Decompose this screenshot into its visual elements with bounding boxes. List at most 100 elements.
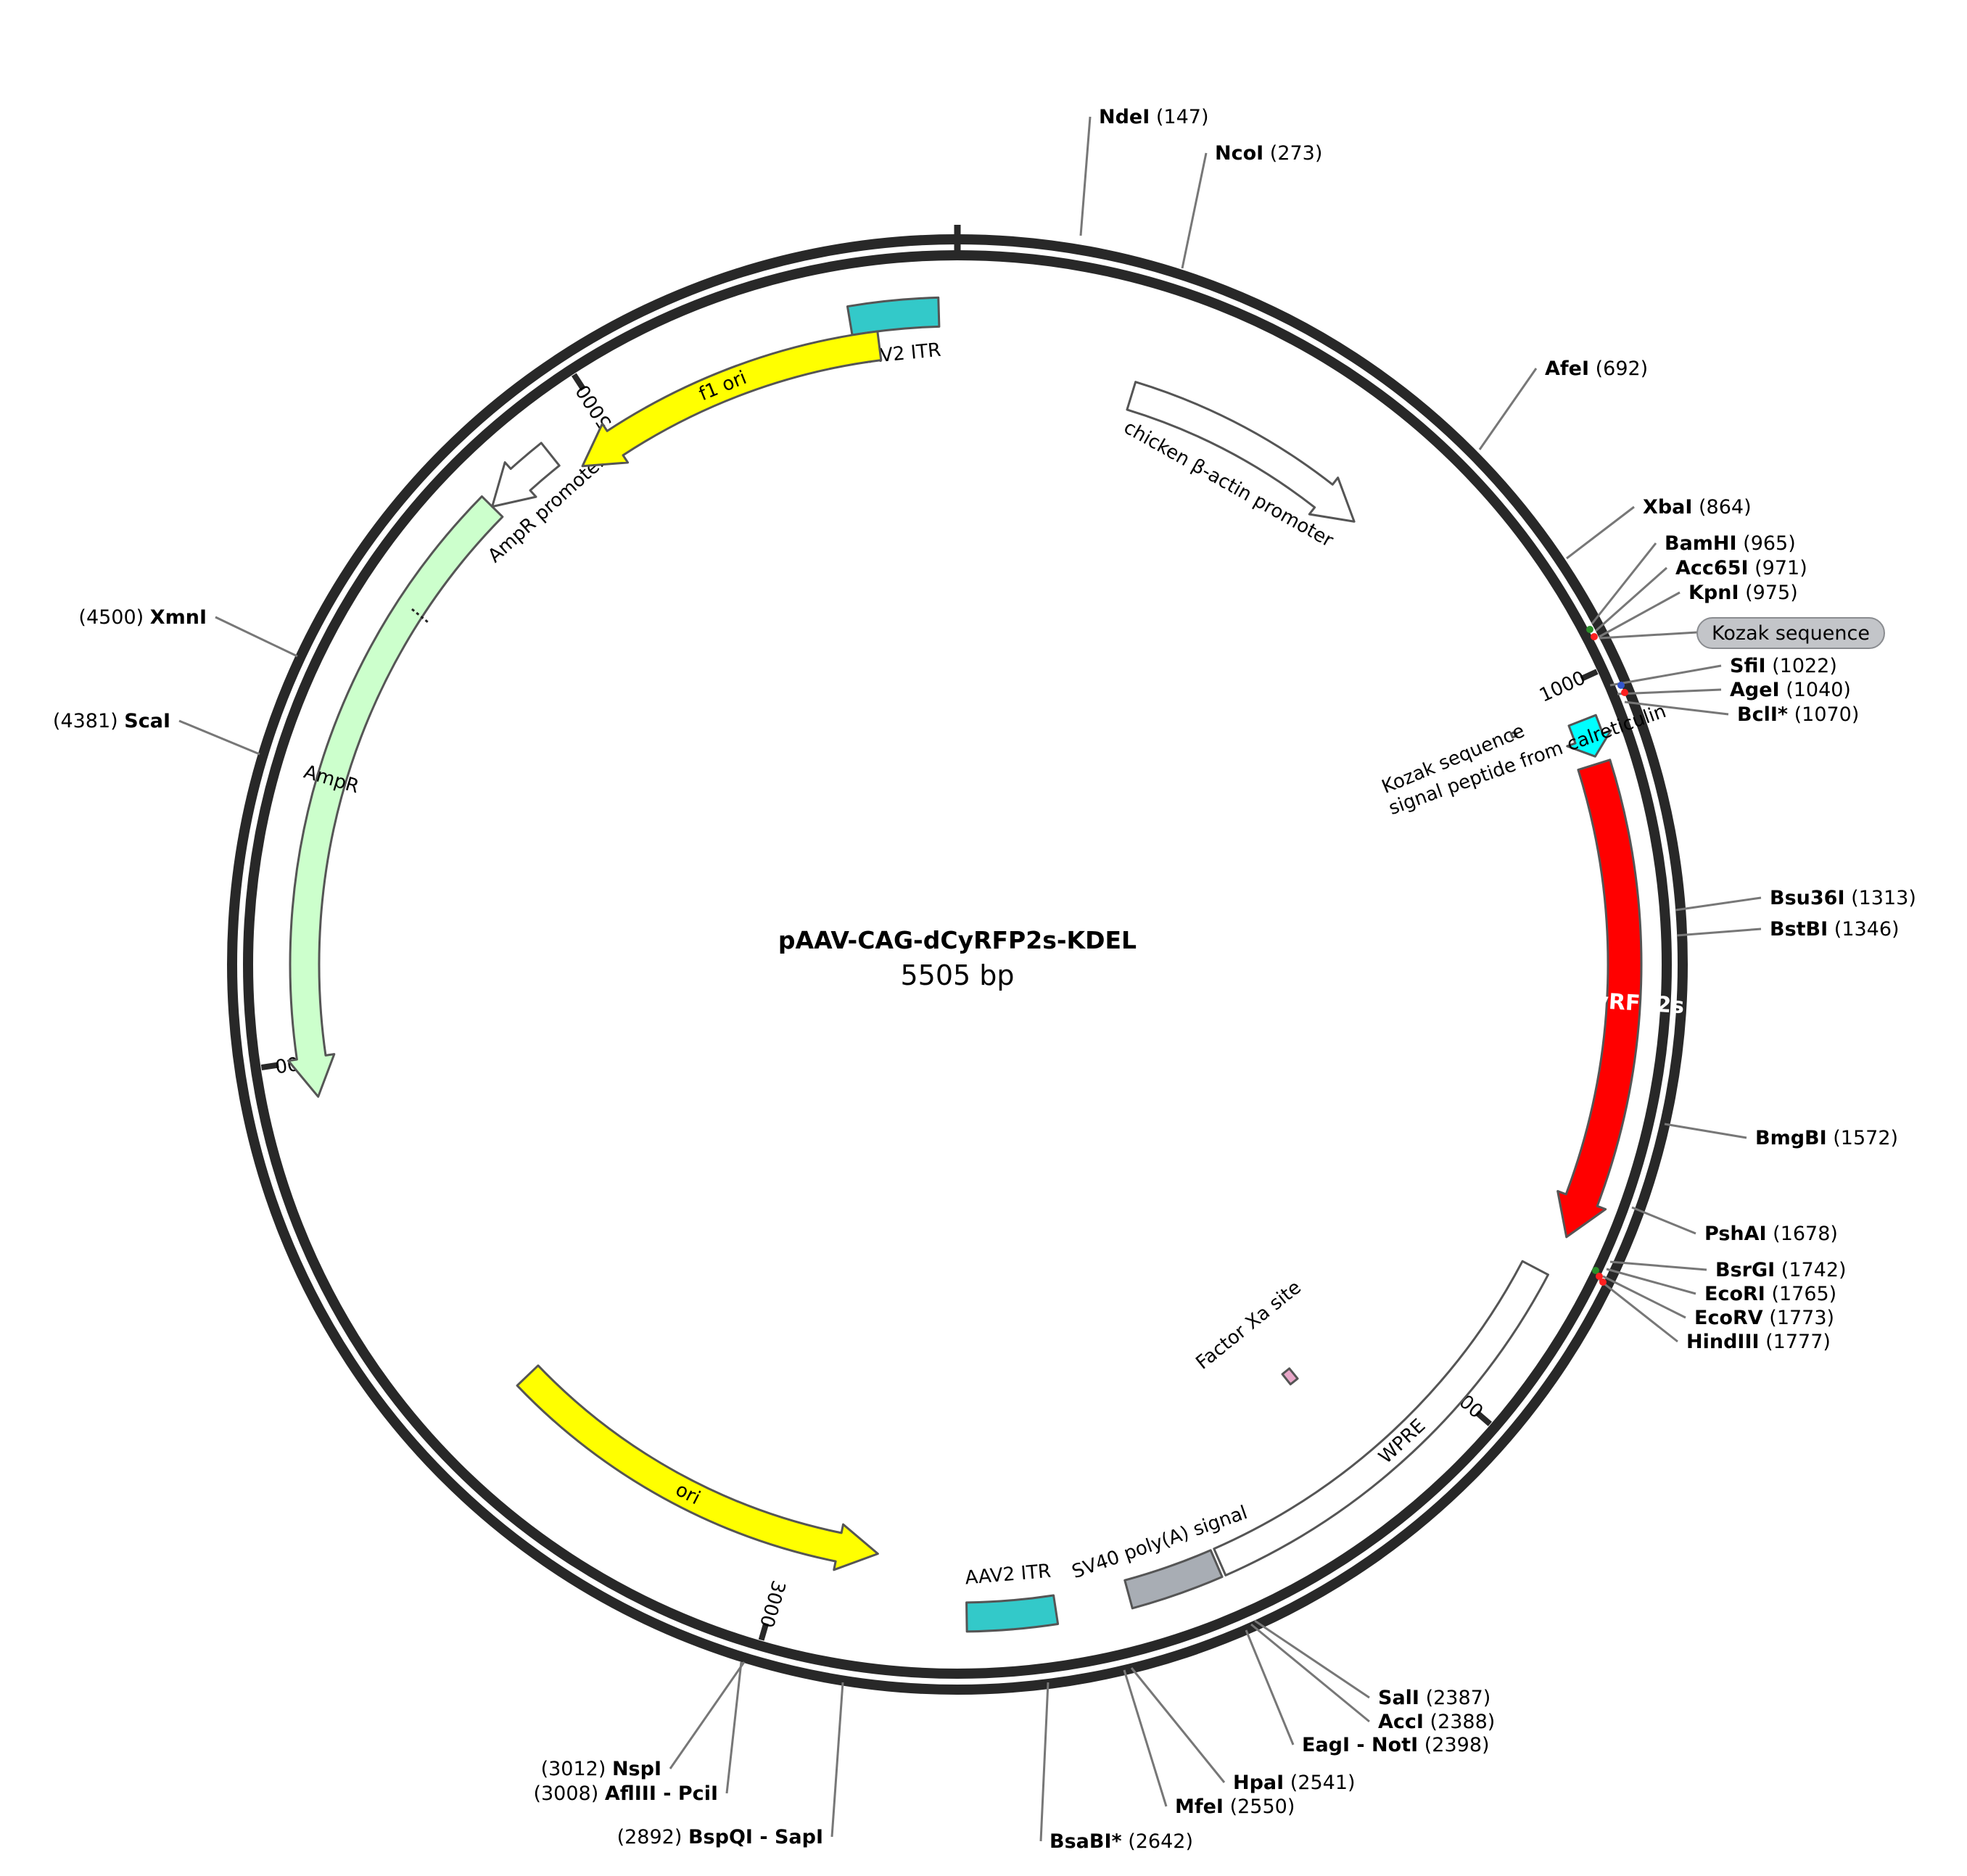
site-bsu36i[interactable]: Bsu36I (1313)	[1675, 887, 1916, 912]
site-label: EcoRV (1773)	[1694, 1307, 1834, 1329]
site-position: (975)	[1745, 582, 1798, 604]
site-leader-line	[1478, 368, 1538, 450]
feature-aav2-itr-bottom[interactable]: AAV2 ITR	[964, 1561, 1060, 1633]
site-hpai[interactable]: HpaI (2541)	[1130, 1667, 1356, 1794]
site-position: (273)	[1270, 142, 1323, 165]
site-bcli[interactable]: BclI* (1070)	[1624, 701, 1859, 726]
site-leader-line	[1675, 896, 1762, 912]
feature-aav2-itr-top-shape	[846, 296, 941, 336]
site-eagi-noti[interactable]: EagI - NotI (2398)	[1245, 1629, 1490, 1756]
site-position: (965)	[1743, 532, 1796, 555]
site-bsrgi[interactable]: BsrGI (1742)	[1609, 1259, 1847, 1281]
site-label: (2892) BspQI - SapI	[617, 1826, 823, 1848]
feature-ampr[interactable]: AmpR	[287, 495, 504, 1098]
site-name: Acc65I	[1675, 557, 1749, 579]
site-name: BsaBI*	[1050, 1830, 1122, 1853]
site-ecori[interactable]: EcoRI (1765)	[1606, 1268, 1836, 1305]
site-afei[interactable]: AfeI (692)	[1478, 358, 1648, 450]
site-kpni[interactable]: KpnI (975)	[1599, 582, 1798, 638]
site-label: Acc65I (971)	[1675, 557, 1807, 579]
site-position: (1773)	[1769, 1307, 1834, 1329]
site-position: (2892)	[617, 1826, 683, 1848]
site-leader-line	[1624, 701, 1729, 716]
feature-ori[interactable]: ori	[516, 1364, 879, 1571]
feature-dcyrfp2s-shape	[1556, 759, 1643, 1239]
site-label: SfiI (1022)	[1730, 655, 1837, 677]
tick-label: 5000	[572, 381, 617, 433]
site-mark	[1599, 1278, 1607, 1286]
feature-chicken-b-actin-promoter-shape	[1126, 381, 1356, 523]
feature-ampr-shape	[287, 495, 504, 1098]
site-name: AgeI	[1730, 679, 1780, 701]
tick-label: 1000	[1536, 667, 1589, 707]
site-afliii-pcii[interactable]: (3008) AflIII - PciI	[533, 1661, 743, 1805]
site-leader-line	[1245, 1629, 1295, 1745]
site-label: AfeI (692)	[1545, 358, 1648, 380]
site-label: SalI (2387)	[1378, 1687, 1490, 1709]
site-agei[interactable]: AgeI (1040)	[1617, 679, 1851, 701]
feature-chicken-b-actin-promoter[interactable]: chicken β-actin promoter	[1120, 381, 1356, 552]
site-name: Bsu36I	[1770, 887, 1845, 909]
site-label: HpaI (2541)	[1233, 1772, 1356, 1794]
site-name: AfeI	[1545, 358, 1589, 380]
site-position: (3008)	[533, 1782, 598, 1805]
feature-factor-xa[interactable]: Factor Xa site	[1192, 1276, 1306, 1386]
site-ecorv[interactable]: EcoRV (1773)	[1602, 1275, 1834, 1329]
tick-mark	[1475, 1410, 1493, 1426]
site-mfei[interactable]: MfeI (2550)	[1123, 1669, 1295, 1818]
restriction-site-layer: NdeI (147)NcoI (273) AfeI (692) XbaI (864)…	[53, 106, 1916, 1853]
site-bmgbi[interactable]: BmgBI (1572)	[1664, 1123, 1898, 1149]
site-sali[interactable]: SalI (2387)	[1254, 1619, 1490, 1709]
site-position: (1678)	[1773, 1223, 1838, 1245]
site-ndei[interactable]: NdeI (147)	[1079, 106, 1209, 236]
site-label: BamHI (965)	[1665, 532, 1796, 555]
feature-aav2-itr-bottom-label: AAV2 ITR	[964, 1561, 1052, 1590]
feature-factor-xa-label: Factor Xa site	[1192, 1276, 1305, 1373]
site-name: EcoRV	[1694, 1307, 1763, 1329]
kozak-sequence-callout[interactable]: Kozak sequence	[1599, 617, 1885, 649]
site-acci[interactable]: AccI (2388)	[1250, 1623, 1495, 1733]
site-leader-line	[830, 1682, 844, 1838]
site-position: (2398)	[1424, 1734, 1490, 1756]
site-leader-line	[1254, 1619, 1370, 1699]
site-name: AflIII - PciI	[605, 1782, 718, 1805]
site-name: PshAI	[1704, 1223, 1767, 1245]
site-label: (4500) XmnI	[78, 606, 207, 629]
feature-ampr-promoter-shape	[491, 442, 561, 508]
site-mark	[1586, 626, 1593, 633]
tick-mark	[758, 1622, 770, 1641]
site-hindiii[interactable]: HindIII (1777)	[1599, 1278, 1831, 1353]
site-mark	[1592, 1267, 1599, 1274]
site-pshai[interactable]: PshAI (1678)	[1631, 1206, 1838, 1245]
tick-mark	[571, 373, 586, 392]
site-bspqi-sapi[interactable]: (2892) BspQI - SapI	[617, 1682, 844, 1848]
site-leader-line	[1676, 927, 1762, 937]
site-name: BmgBI	[1755, 1127, 1827, 1149]
site-scai[interactable]: (4381) ScaI	[53, 710, 260, 756]
site-name: EagI - NotI	[1302, 1734, 1418, 1756]
site-leader-line	[1591, 542, 1657, 624]
site-name: AccI	[1378, 1711, 1424, 1733]
feature-f1-ori[interactable]: f1 ori	[581, 330, 883, 468]
site-leader-line	[1609, 664, 1722, 687]
site-leader-line	[1595, 566, 1667, 632]
site-xbai[interactable]: XbaI (864)	[1566, 496, 1752, 560]
site-name: XbaI	[1643, 496, 1692, 518]
site-xmni[interactable]: (4500) XmnI	[78, 606, 298, 658]
feature-factor-xa-shape	[1281, 1367, 1299, 1386]
site-sfii[interactable]: SfiI (1022)	[1609, 655, 1837, 687]
site-position: (2642)	[1128, 1830, 1193, 1853]
site-label: HindIII (1777)	[1686, 1331, 1831, 1353]
site-position: (1346)	[1834, 918, 1900, 941]
site-position: (3012)	[541, 1758, 606, 1780]
site-leader-line	[1602, 1275, 1686, 1319]
site-acc65i[interactable]: Acc65I (971)	[1595, 557, 1807, 632]
site-bamhi[interactable]: BamHI (965)	[1591, 532, 1796, 624]
site-mark	[1596, 1273, 1603, 1280]
site-leader-line	[1079, 116, 1092, 236]
site-bsabi[interactable]: BsaBI* (2642)	[1039, 1682, 1193, 1853]
site-ncoi[interactable]: NcoI (273)	[1181, 142, 1323, 269]
site-nspi[interactable]: (3012) NspI	[541, 1661, 746, 1780]
site-bstbi[interactable]: BstBI (1346)	[1676, 918, 1900, 941]
